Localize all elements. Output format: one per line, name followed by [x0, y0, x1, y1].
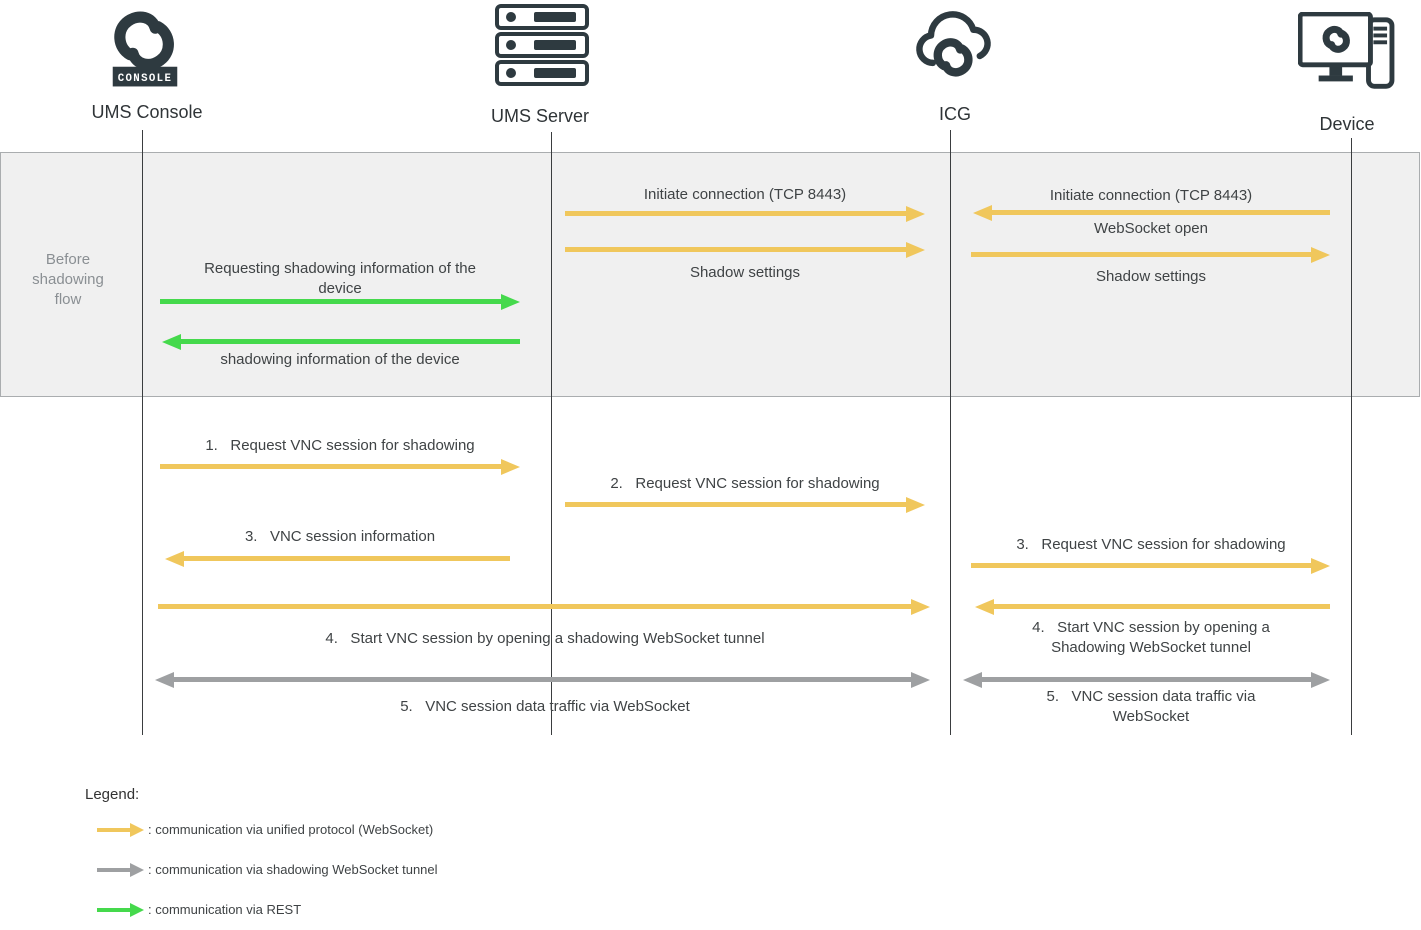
label-initiate-device-icg: Initiate connection (TCP 8443)	[1049, 187, 1253, 204]
arrow-step5-traffic	[173, 677, 912, 682]
legend-title: Legend:	[85, 786, 140, 803]
legend-item-unified: : communication via unified protocol (We…	[97, 822, 433, 837]
arrow-step4-tunnel	[158, 604, 912, 609]
actor-label-device: Device	[1319, 114, 1375, 134]
label-step2: 2. Request VNC session for shadowing	[610, 475, 880, 492]
label-shadow-settings-ums-icg: Shadow settings	[689, 264, 801, 281]
legend-item-tunnel: : communication via shadowing WebSocket …	[97, 862, 438, 877]
actor-label-ums-server: UMS Server	[490, 106, 589, 126]
arrow-step1	[160, 464, 502, 469]
label-step5-traffic: 5. VNC session data traffic via WebSocke…	[400, 698, 690, 715]
legend-rest-arrow-icon	[97, 907, 130, 912]
lifeline-ums-server	[551, 132, 552, 735]
ums-console-icon: CONSOLE	[100, 4, 190, 99]
label-shadow-settings-icg-device: Shadow settings	[1095, 268, 1207, 285]
device-icon	[1298, 12, 1396, 98]
arrow-step3-request	[971, 563, 1312, 568]
arrow-step5-traffic-device	[981, 677, 1312, 682]
arrow-shadow-info	[180, 339, 520, 344]
legend-item-rest: : communication via REST	[97, 902, 301, 917]
lifeline-device	[1351, 138, 1352, 735]
actor-label-icg: ICG	[938, 104, 971, 124]
arrow-shadow-settings-icg-device	[971, 252, 1312, 257]
label-step3-info: 3. VNC session information	[244, 528, 436, 545]
console-badge-text: CONSOLE	[118, 73, 173, 85]
arrow-initiate-device-icg	[991, 210, 1330, 215]
legend-tunnel-arrow-icon	[97, 867, 130, 872]
arrow-initiate-ums-icg	[565, 211, 907, 216]
label-initiate-ums-icg: Initiate connection (TCP 8443)	[643, 186, 847, 203]
label-step4-tunnel: 4. Start VNC session by opening a shadow…	[325, 630, 765, 647]
arrow-step2	[565, 502, 907, 507]
label-step3-request: 3. Request VNC session for shadowing	[1016, 536, 1286, 553]
label-request-shadow-info: Requesting shadowing information of the …	[204, 260, 476, 297]
legend-tunnel-text: : communication via shadowing WebSocket …	[148, 862, 438, 877]
arrow-request-shadow-info	[160, 299, 502, 304]
label-shadow-info: shadowing information of the device	[220, 351, 460, 368]
lifeline-ums-console	[142, 130, 143, 735]
label-step5-traffic-device: 5. VNC session data traffic via WebSocke…	[1046, 688, 1256, 725]
before-shadowing-band	[0, 152, 1420, 397]
arrow-shadow-settings-ums-icg	[565, 247, 907, 252]
label-step4-tunnel-device: 4. Start VNC session by opening a Shadow…	[1032, 619, 1270, 656]
icg-cloud-icon	[908, 2, 1000, 98]
legend-unified-arrow-icon	[97, 827, 130, 832]
label-websocket-open: WebSocket open	[1094, 220, 1208, 237]
arrow-step3-info	[183, 556, 510, 561]
actor-label-ums-console: UMS Console	[91, 102, 203, 122]
label-step1: 1. Request VNC session for shadowing	[205, 437, 475, 454]
ums-server-icon	[494, 3, 590, 87]
legend-unified-text: : communication via unified protocol (We…	[148, 822, 434, 837]
arrow-step4-tunnel-device	[993, 604, 1330, 609]
legend-rest-text: : communication via REST	[148, 902, 302, 917]
lifeline-icg	[950, 130, 951, 735]
console-badge-bg	[112, 66, 178, 87]
phase-label-before-shadowing: Before shadowing flow	[32, 251, 104, 308]
